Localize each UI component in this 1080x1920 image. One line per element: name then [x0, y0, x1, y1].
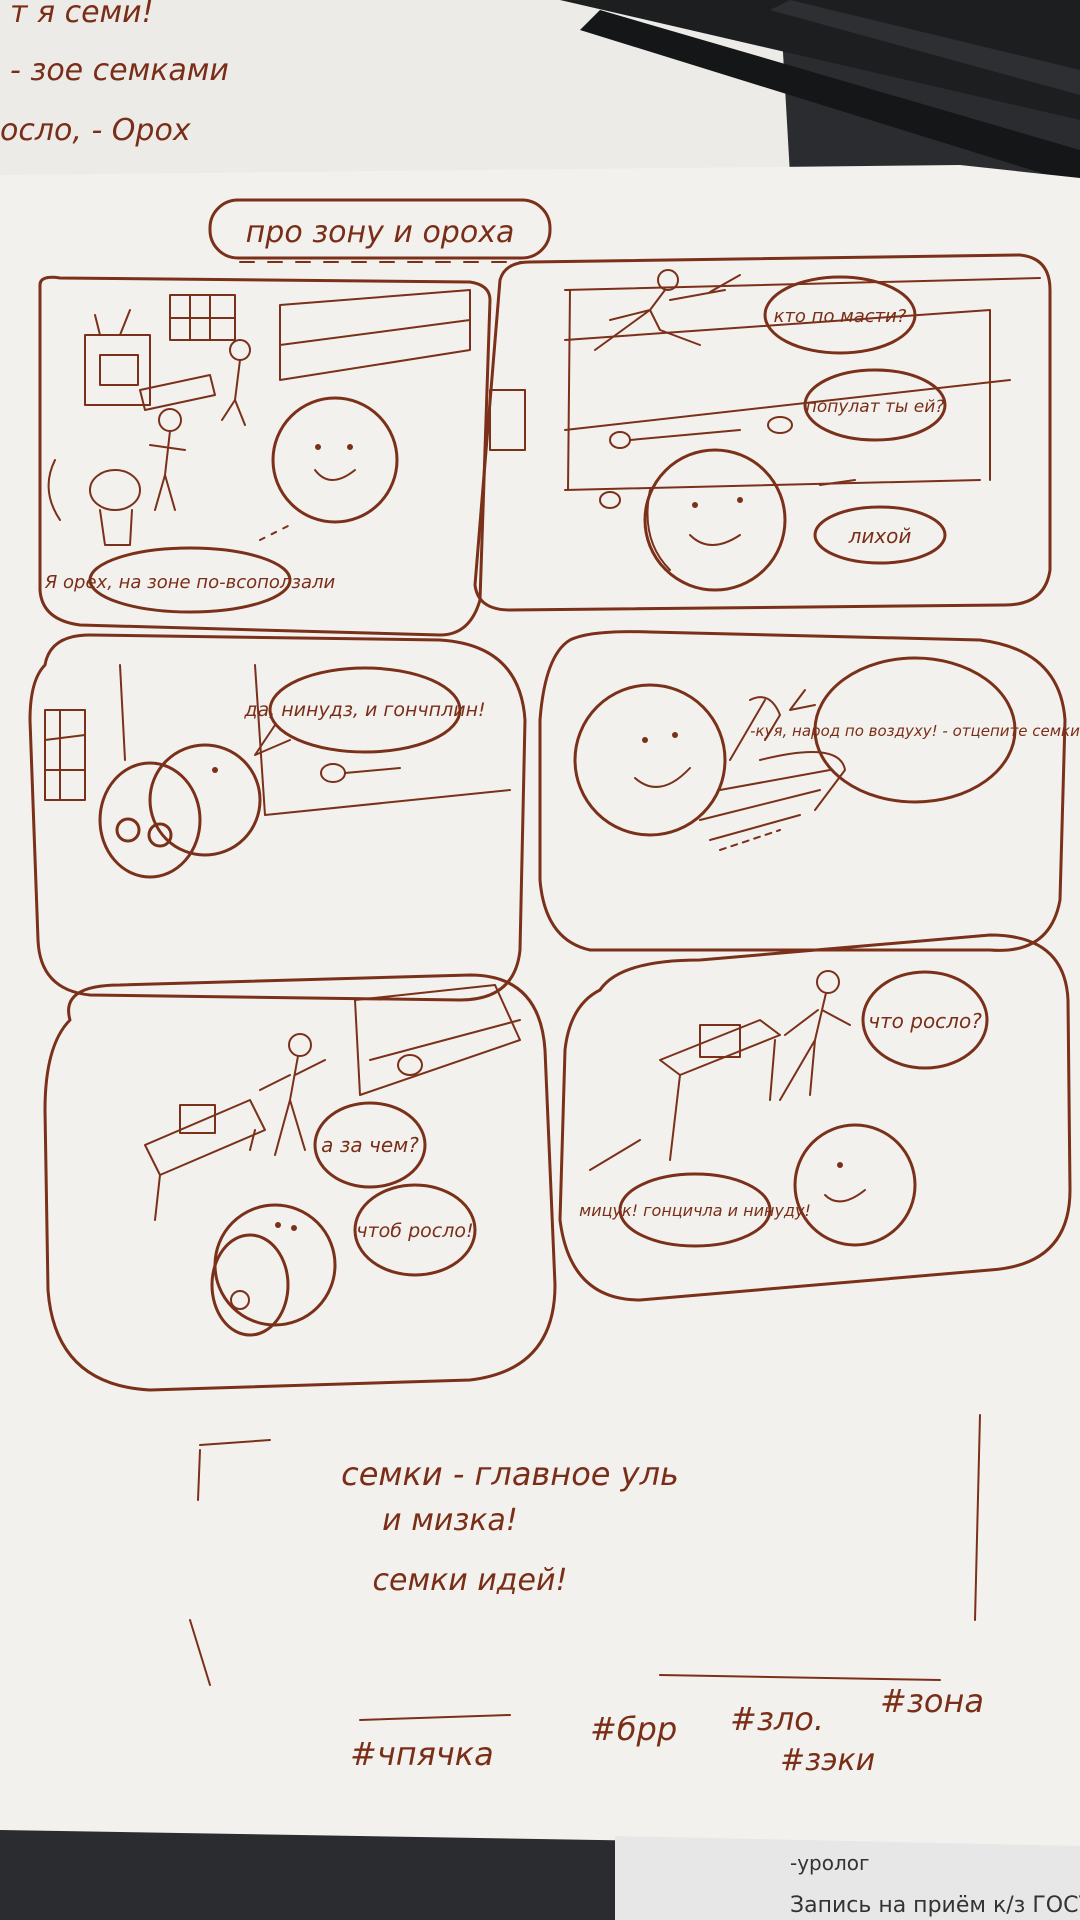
- hashtag-1: #чпячка: [350, 1735, 494, 1773]
- hashtag-4: #зона: [880, 1682, 984, 1720]
- panel-5-bubble-1: а за чем?: [321, 1133, 419, 1157]
- panel-2-bubble-2: популат ты ей?: [806, 397, 945, 417]
- panel-6: что росло? мицук! гонцичла и нинуду!: [558, 933, 1072, 1302]
- panel-3: да, нинудз, и гончплин!: [28, 633, 527, 1002]
- footer-line-2: и мизка!: [382, 1503, 518, 1538]
- panel-3-bubble-1: да, нинудз, и гончплин!: [243, 699, 485, 721]
- comic-paper: [0, 165, 1080, 1848]
- footer-box: семки - главное уль и мизка! семки идей!: [189, 1414, 981, 1721]
- hashtags: #чпячка #брр #зло. #зона #зэки: [350, 1682, 984, 1778]
- comic-title: про зону и ороха: [208, 198, 552, 263]
- panel-2-bubble-1: кто по масти?: [774, 306, 907, 327]
- hashtag-2: #брр: [590, 1710, 677, 1748]
- panel-1-bubble-1: Я орех, на зоне по-всоползали: [44, 572, 336, 593]
- hashtag-5: #зэки: [780, 1743, 875, 1778]
- footer-line-3: семки идей!: [373, 1563, 568, 1598]
- comic-title-text: про зону и ороха: [246, 215, 515, 250]
- panel-5-bubble-2: чтоб росло!: [356, 1220, 473, 1242]
- panel-2-bubble-3: лихой: [848, 524, 912, 548]
- phone-line-1: -уролог: [790, 1851, 870, 1875]
- back-sheet-line-2: - зое семками: [10, 53, 229, 88]
- pens: [560, 0, 1080, 185]
- footer-line-1: семки - главное уль: [341, 1455, 679, 1493]
- back-sheet-line-1: т я семи!: [10, 0, 154, 30]
- panel-6-bubble-1: что росло?: [868, 1009, 982, 1033]
- panel-5: а за чем? чтоб росло!: [43, 973, 557, 1392]
- panel-4: -куя, народ по воздуху! - отцепите семки: [538, 630, 1080, 952]
- back-paper-sheet: т я семи! - зое семками осло, - Орох: [0, 0, 790, 185]
- panel-6-bubble-2: мицук! гонцичла и нинуду!: [579, 1201, 811, 1220]
- phone-snippet: -уролог Запись на приём к/з ГОСУ...: [615, 1836, 1080, 1920]
- phone-line-2: Запись на приём к/з ГОСУ...: [790, 1893, 1080, 1918]
- panel-2: кто по масти? популат ты ей? лихой: [473, 253, 1052, 612]
- hashtag-3: #зло.: [730, 1700, 824, 1738]
- panel-4-bubble-1: -куя, народ по воздуху! - отцепите семки: [750, 722, 1080, 740]
- back-sheet-line-3: осло, - Орох: [0, 113, 191, 148]
